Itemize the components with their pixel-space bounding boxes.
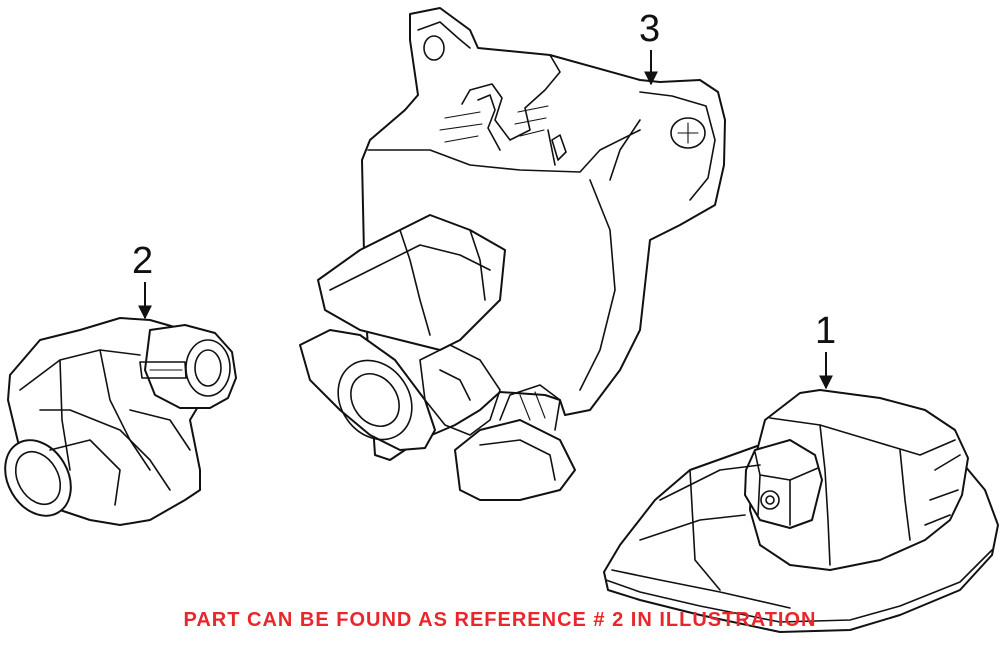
bracket-assembly-part-3 bbox=[299, 7, 726, 501]
callout-number-2: 2 bbox=[132, 240, 154, 282]
camera-part-2 bbox=[4, 317, 237, 526]
callout-number-3: 3 bbox=[639, 8, 661, 50]
module-part-1 bbox=[603, 389, 999, 633]
callout-arrows bbox=[138, 50, 833, 390]
callout-number-1: 1 bbox=[815, 310, 837, 352]
reference-caption: PART CAN BE FOUND AS REFERENCE # 2 IN IL… bbox=[183, 609, 817, 631]
